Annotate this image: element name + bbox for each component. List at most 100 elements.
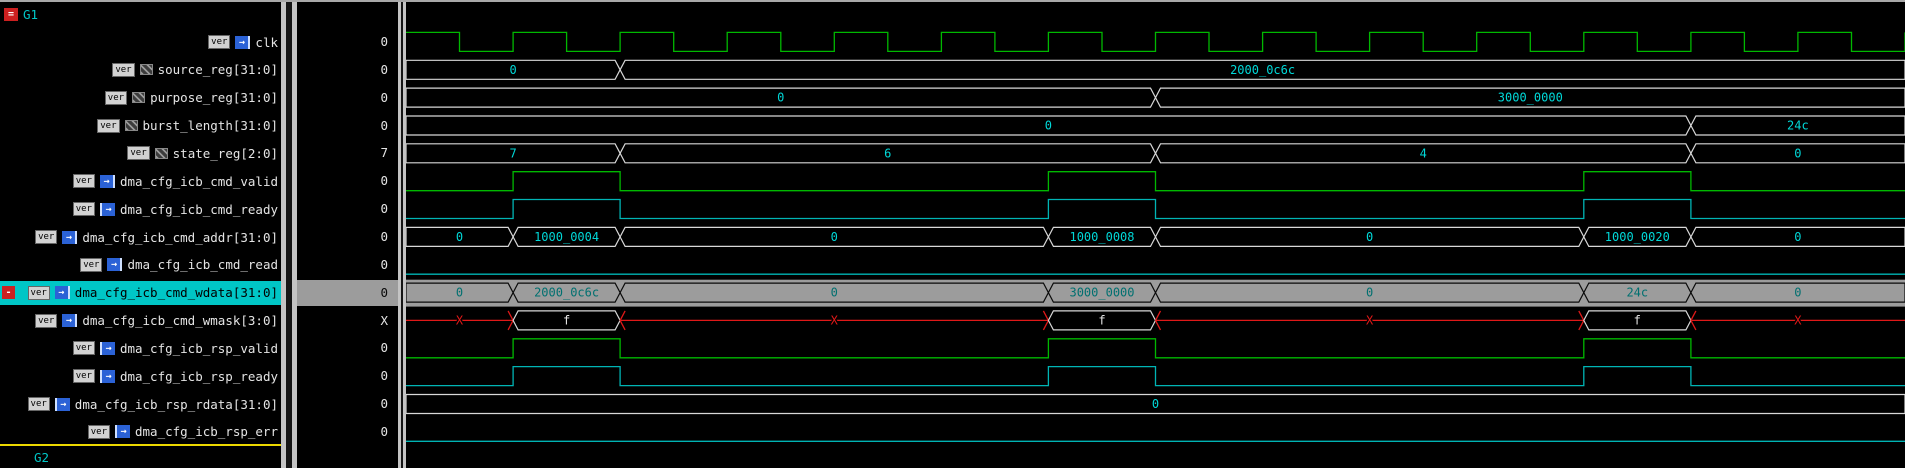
- bus-value-label: 0: [1794, 286, 1801, 300]
- group-row-g2[interactable]: G2: [34, 449, 49, 466]
- wave-row-clk[interactable]: [406, 31, 1905, 53]
- bus-segment: [1690, 282, 1905, 303]
- ver-badge: ver: [27, 285, 50, 300]
- ver-badge: ver: [72, 174, 95, 189]
- wave-line: [1042, 320, 1049, 331]
- bus-value-label: 0: [831, 286, 838, 300]
- bus-value-label: X: [1366, 313, 1374, 327]
- output-port-icon: →: [54, 397, 70, 411]
- wave-row-cmd-valid[interactable]: [406, 171, 1905, 192]
- signal-name-row[interactable]: -ver→dma_cfg_icb_cmd_wdata[31:0]: [0, 280, 281, 305]
- signal-value: 0: [380, 256, 388, 272]
- pulse-wave: [406, 198, 1905, 220]
- register-icon: [139, 64, 153, 76]
- signal-name-row[interactable]: ver→dma_cfg_icb_rsp_rdata[31:0]: [0, 392, 281, 416]
- wave-line: [1578, 310, 1585, 321]
- signal-label: state_reg[2:0]: [172, 145, 278, 161]
- wave-row-rsp-rdata[interactable]: 0: [406, 393, 1905, 415]
- wave-row-purpose-reg[interactable]: 0 3000_0000: [406, 87, 1905, 108]
- bus-segment: [1690, 143, 1905, 164]
- input-port-icon: →: [62, 314, 78, 327]
- selected-marker-icon: -: [2, 285, 15, 299]
- signal-label: dma_cfg_icb_cmd_ready: [119, 201, 278, 217]
- signal-name-row[interactable]: ver→dma_cfg_icb_cmd_wmask[3:0]: [0, 309, 281, 333]
- bus-segment: [619, 59, 1905, 80]
- signal-value: 0: [380, 229, 388, 244]
- signal-name-row[interactable]: ver→dma_cfg_icb_rsp_valid: [0, 336, 281, 360]
- signal-value: 0: [380, 173, 388, 189]
- signal-label: source_reg[31:0]: [157, 62, 278, 78]
- register-icon: [132, 92, 146, 104]
- output-port-icon: →: [99, 202, 115, 216]
- bus-value-label: 0: [1794, 146, 1801, 160]
- register-icon: [124, 120, 138, 132]
- input-port-icon: →: [235, 35, 251, 49]
- signal-name-row[interactable]: ver→clk: [0, 30, 281, 54]
- signal-value: 0: [380, 61, 388, 77]
- pulse-wave: [406, 338, 1905, 359]
- signal-name-row[interactable]: ver→dma_cfg_icb_cmd_read: [0, 253, 281, 277]
- bus-value-label: 1000_0008: [1069, 230, 1134, 244]
- wave-line: [1042, 310, 1049, 321]
- bus-value-label: 0: [456, 286, 463, 300]
- ver-badge: ver: [208, 35, 231, 49]
- wave-row-rsp-ready[interactable]: [406, 365, 1905, 387]
- input-port-icon: →: [99, 174, 115, 188]
- signal-name-row[interactable]: ver→dma_cfg_icb_rsp_err: [0, 420, 281, 444]
- bus-value-label: 3000_0000: [1498, 91, 1563, 105]
- bus-value-label: 2000_0c6c: [1230, 63, 1295, 77]
- wave-line: [1154, 310, 1162, 321]
- output-port-icon: →: [99, 369, 115, 383]
- wave-line: [619, 320, 626, 331]
- pulse-wave: [406, 171, 1905, 192]
- bus-value-label: 0: [1152, 397, 1159, 411]
- group-row-g1[interactable]: = G1: [4, 6, 38, 23]
- wave-row-source-reg[interactable]: 0 2000_0c6c: [406, 59, 1905, 80]
- signal-label: dma_cfg_icb_rsp_err: [135, 424, 278, 440]
- bus-value-label: 0: [509, 63, 516, 77]
- signal-label: dma_cfg_icb_cmd_wmask[3:0]: [82, 313, 278, 328]
- signal-label: purpose_reg[31:0]: [150, 90, 278, 106]
- signal-name-row[interactable]: ver→dma_cfg_icb_rsp_ready: [0, 364, 281, 388]
- ver-badge: ver: [80, 257, 103, 272]
- wave-row-rsp-valid[interactable]: [406, 338, 1905, 359]
- signal-label: dma_cfg_icb_cmd_addr[31:0]: [82, 229, 278, 245]
- ver-badge: ver: [72, 202, 95, 217]
- pulse-wave: [406, 365, 1905, 387]
- ver-badge: ver: [27, 397, 50, 412]
- signal-name-row[interactable]: ver → dma_cfg_icb_cmd_ready: [0, 197, 281, 221]
- vertical-scrollbar[interactable]: [281, 2, 297, 468]
- signal-name-row[interactable]: ver→dma_cfg_icb_cmd_valid: [0, 169, 281, 193]
- signal-value: 0: [380, 201, 388, 217]
- wave-line: [1154, 320, 1162, 331]
- wave-line: [1690, 310, 1697, 321]
- signal-label: burst_length[31:0]: [142, 118, 278, 134]
- wave-line: [507, 310, 514, 321]
- wave-line: [619, 310, 626, 321]
- wave-row-cmd-ready[interactable]: [406, 198, 1905, 220]
- bus-value-label: 3000_0000: [1069, 286, 1134, 300]
- bus-segment: [1154, 87, 1905, 108]
- signal-value: 0: [380, 340, 388, 356]
- signal-value: 0: [380, 34, 388, 49]
- panel-splitter[interactable]: [398, 2, 406, 468]
- bus-value-label: f: [1634, 313, 1641, 327]
- signal-label: dma_cfg_icb_rsp_valid: [119, 340, 278, 356]
- signal-label: dma_cfg_icb_cmd_wdata[31:0]: [74, 285, 278, 301]
- group-collapse-icon[interactable]: =: [4, 8, 18, 21]
- bus-value-label: 0: [777, 91, 784, 105]
- bus-value-label: 0: [456, 230, 463, 244]
- ver-badge: ver: [72, 341, 95, 356]
- signal-name-row[interactable]: ver→dma_cfg_icb_cmd_addr[31:0]: [0, 225, 281, 249]
